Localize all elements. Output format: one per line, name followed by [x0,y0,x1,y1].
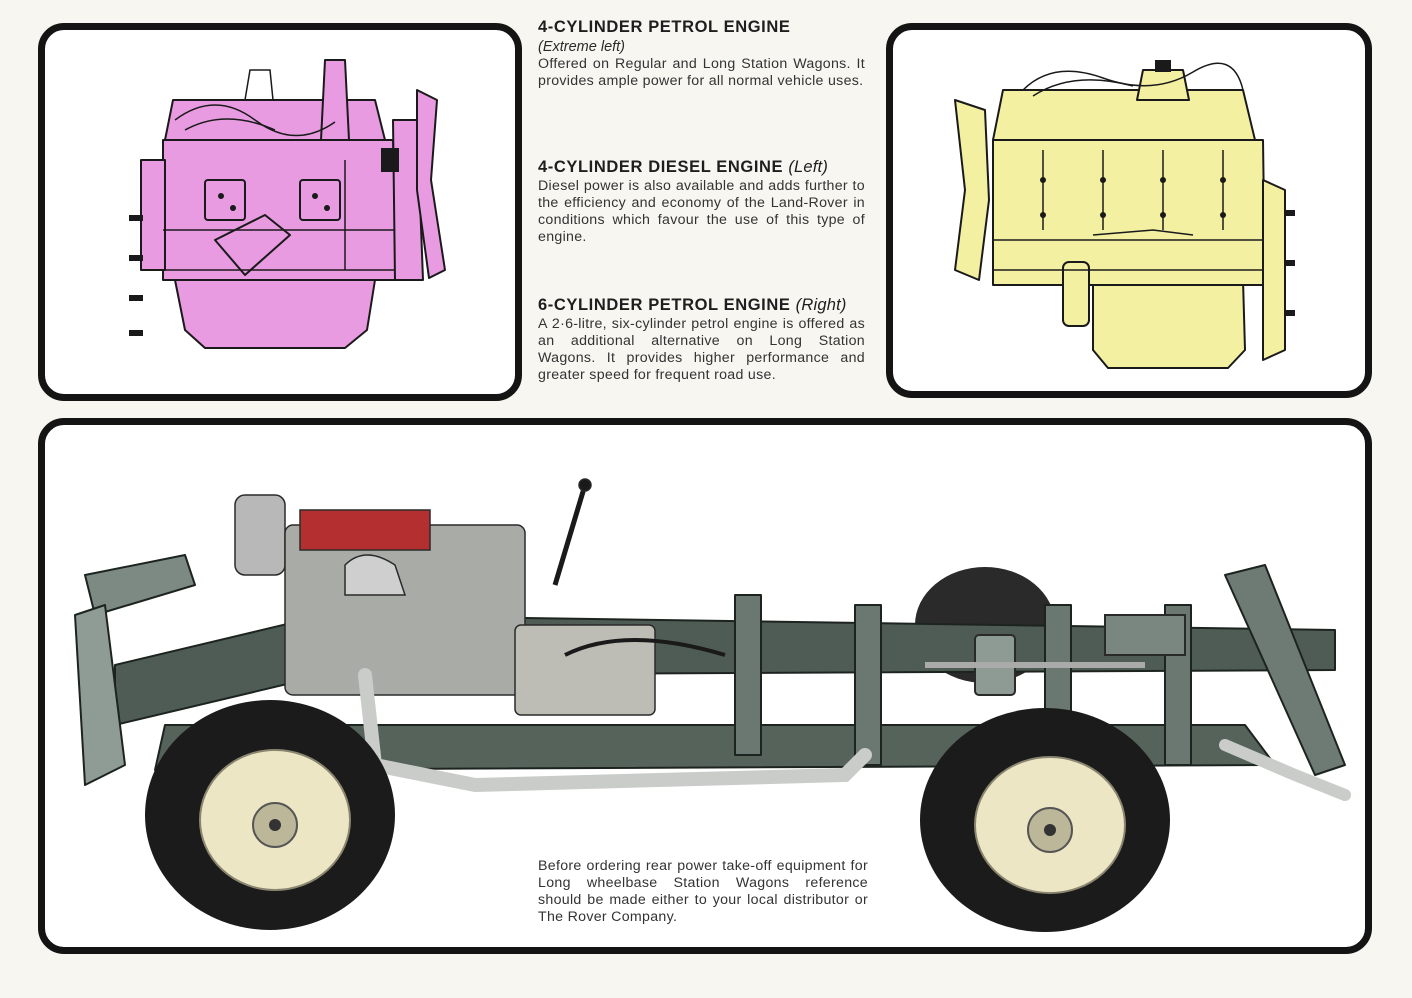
chassis-illustration [74,478,1351,932]
engine-description: A 2·6-litre, six-cylinder petrol engine … [538,316,865,383]
engine-position-note: (Left) [788,158,829,176]
four-cylinder-engine-illustration [129,59,446,349]
engine-description: Offered on Regular and Long Station Wago… [538,56,865,89]
chassis-frame [38,418,1372,954]
rear-wheel [920,708,1170,932]
front-wheel [145,700,395,930]
engine-title: 4-CYLINDER DIESEL ENGINE (Left) [538,158,829,176]
engine-block-petrol-4cyl: 4-CYLINDER PETROL ENGINE (Extreme left) … [538,18,865,90]
chassis-caption: Before ordering rear power take-off equi… [538,858,868,925]
four-cylinder-engine-frame [38,23,522,401]
engine-position-note: (Extreme left) [538,39,626,55]
six-cylinder-engine-illustration [954,60,1295,369]
engine-description: Diesel power is also available and adds … [538,178,865,245]
engine-title: 4-CYLINDER PETROL ENGINE [538,18,791,36]
engine-title: 6-CYLINDER PETROL ENGINE (Right) [538,296,847,314]
engine-block-diesel-4cyl: 4-CYLINDER DIESEL ENGINE (Left) Diesel p… [538,158,865,246]
engine-position-note: (Right) [795,296,847,314]
engine-block-petrol-6cyl: 6-CYLINDER PETROL ENGINE (Right) A 2·6-l… [538,296,865,384]
six-cylinder-engine-frame [886,23,1372,398]
